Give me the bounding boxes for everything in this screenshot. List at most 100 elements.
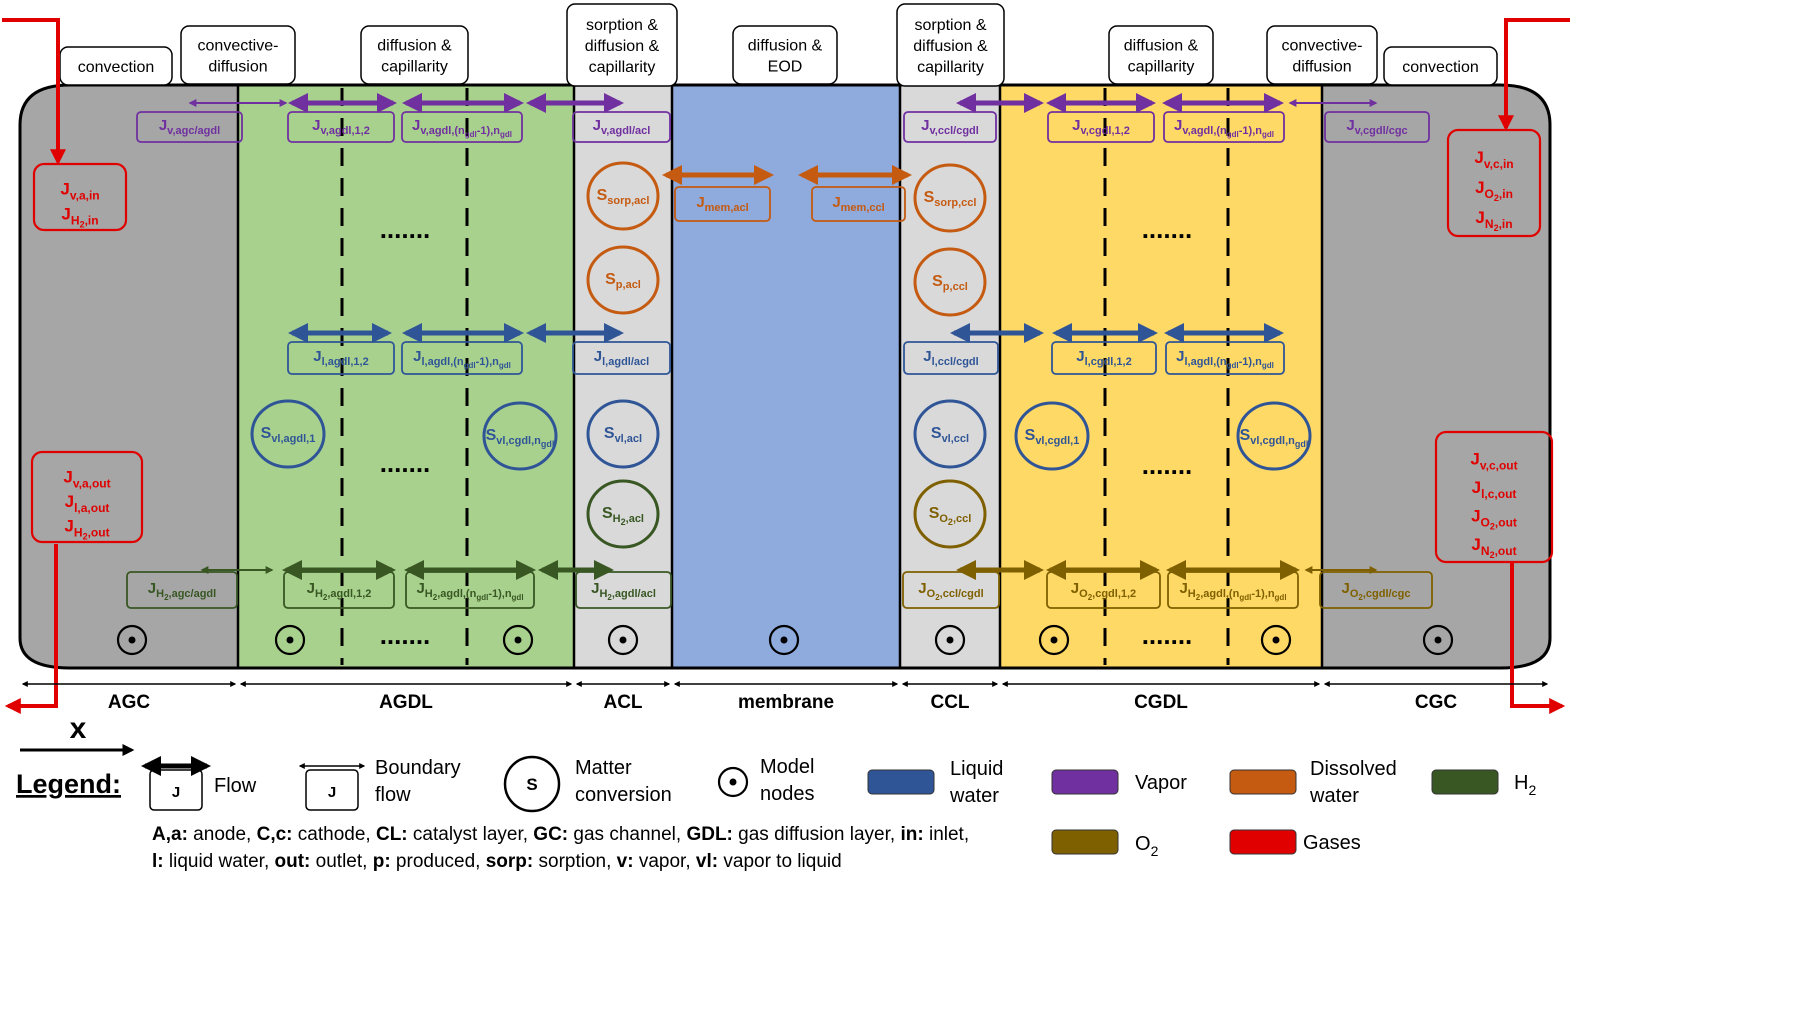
gas-flux-box: [283, 571, 395, 609]
vapor-flux-box: [1163, 111, 1285, 143]
cathode-outlet-box: [1434, 430, 1554, 564]
model-node-dot: [946, 636, 954, 644]
anode-inlet-path: [2, 18, 66, 166]
gas-flux-label: JH2,agdl,(ngdl-1),ngdl: [1179, 580, 1286, 602]
vapor-flux-box: [1047, 111, 1155, 143]
gas-flux-label: JO2,cgdl/cgc: [1341, 580, 1410, 602]
liquid-flux-label: Jl,ccl/cgdl: [923, 348, 978, 368]
transport-label-text: diffusion &capillarity: [377, 38, 452, 76]
transport-label-text: convection: [1402, 59, 1479, 76]
model-node-dot: [286, 636, 294, 644]
liquid-flux-box: [572, 341, 671, 375]
legend-abbreviations-line2: l: liquid water, out: outlet, p: produce…: [152, 851, 842, 872]
source-p-ccl-label: Sp,ccl: [932, 273, 968, 293]
legend-boundary-symbol: J: [328, 784, 336, 801]
legend-liquid-swatch: [867, 769, 935, 795]
transport-label-box: [566, 3, 678, 87]
source-vl-agdl1-circle: [250, 399, 326, 469]
source-h2-acl-label: SH2,acl: [602, 505, 644, 527]
vapor-flux-label: Jv,agdl,(ngdl-1),ngdl: [1174, 117, 1274, 139]
model-node-icon: [1260, 624, 1292, 656]
transport-label-text: diffusion &EOD: [748, 38, 823, 76]
acl-region: [574, 85, 672, 668]
vapor-flux-label: Jv,agdl,(ngdl-1),ngdl: [412, 117, 512, 139]
cgdl-region: [1000, 85, 1322, 668]
cathode-outlet-label: Jv,c,out: [1470, 449, 1517, 472]
mem-flux-box: [674, 186, 771, 222]
source-vl-ccl-circle: [913, 399, 987, 469]
liquid-flux-box: [903, 341, 999, 375]
vapor-flux-label: Jv,agdl,1,2: [312, 117, 370, 137]
legend-node-icon: [717, 766, 749, 798]
region-label: AGC: [108, 692, 151, 713]
liquid-flux-box: [1051, 341, 1157, 375]
gas-flux-label: JH2,agdl/acl: [591, 580, 656, 602]
vapor-flux-label: Jv,cgdl/cgc: [1346, 117, 1407, 137]
model-node-icon: [607, 624, 639, 656]
cathode-inlet-label: Jv,c,in: [1474, 148, 1513, 171]
model-node-icon: [934, 624, 966, 656]
model-node-dot: [1272, 636, 1280, 644]
source-sorp-acl-label: Ssorp,acl: [597, 187, 650, 207]
anode-outlet-label: Jl,a,out: [65, 492, 110, 515]
source-vl-cgdln-label: Svl,cgdl,ngdl: [1240, 427, 1309, 449]
model-node-dot: [1050, 636, 1058, 644]
anode-outlet-path: [4, 544, 58, 714]
region-label: CGDL: [1134, 692, 1188, 713]
legend-gases-swatch: [1229, 829, 1297, 855]
gas-flux-box: [902, 571, 1000, 609]
transport-label-box: [360, 25, 469, 85]
model-node-icon: [1038, 624, 1070, 656]
region-label: CCL: [930, 692, 969, 713]
ellipsis: .......: [1142, 214, 1193, 244]
vapor-flux-label: Jv,cgdl,1,2: [1072, 117, 1130, 137]
gas-flux-label: JH2,agdl,1,2: [307, 580, 372, 602]
source-o2-ccl-label: SO2,ccl: [929, 505, 972, 527]
legend-h2-label: H2: [1514, 772, 1536, 798]
region-label: AGDL: [379, 692, 433, 713]
source-p-acl-circle: [586, 245, 660, 315]
ellipsis: .......: [380, 214, 431, 244]
model-node-dot: [780, 636, 788, 644]
model-node-icon: [274, 624, 306, 656]
anode-outlet-label: Jv,a,out: [63, 467, 110, 490]
ccl-region: [900, 85, 1000, 668]
transport-label-box: [1383, 46, 1498, 86]
liquid-flux-label: Jl,agdl/acl: [594, 348, 649, 368]
source-vl-agdln-label: Svl,cgdl,ngdl: [486, 427, 555, 449]
transport-label-text: convective-diffusion: [198, 38, 279, 76]
gas-flux-box: [1046, 571, 1161, 609]
cathode-outlet-label: JN2,out: [1471, 535, 1516, 560]
region-label: ACL: [603, 692, 642, 713]
mem-flux-label: Jmem,acl: [696, 194, 748, 214]
source-sorp-ccl-circle: [913, 163, 987, 233]
source-vl-ccl-label: Svl,ccl: [931, 425, 969, 445]
vapor-flux-label: Jv,ccl/cgdl: [921, 117, 979, 137]
legend-vapor-swatch: [1051, 769, 1119, 795]
legend-o2-swatch: [1051, 829, 1119, 855]
legend-gases-label: Gases: [1303, 832, 1361, 854]
model-node-icon: [768, 624, 800, 656]
source-vl-cgdl1-circle: [1014, 401, 1090, 471]
source-vl-agdln-circle: [482, 401, 558, 471]
transport-label-text: sorption &diffusion &capillarity: [585, 17, 660, 76]
mem-flux-label: Jmem,ccl: [832, 194, 884, 214]
region-label: membrane: [738, 692, 834, 713]
cathode-outlet-label: JO2,out: [1471, 506, 1517, 531]
legend-node-dot: [729, 778, 737, 786]
liquid-flux-label: Jl,agdl,(ngdl-1),ngdl: [1176, 348, 1274, 370]
ellipsis: .......: [380, 620, 431, 650]
cathode-outlet-path: [1510, 562, 1566, 714]
liquid-flux-box: [287, 341, 395, 375]
cell-outline: [18, 83, 1552, 670]
transport-label-text: diffusion &capillarity: [1124, 38, 1199, 76]
gas-flux-box: [405, 571, 535, 609]
legend-matter-icon: [503, 755, 561, 813]
anode-outlet-box: [30, 450, 144, 544]
cathode-inlet-label: JN2,in: [1475, 208, 1512, 233]
ellipsis: .......: [1142, 620, 1193, 650]
liquid-flux-label: Jl,agdl,(ngdl-1),ngdl: [413, 348, 511, 370]
